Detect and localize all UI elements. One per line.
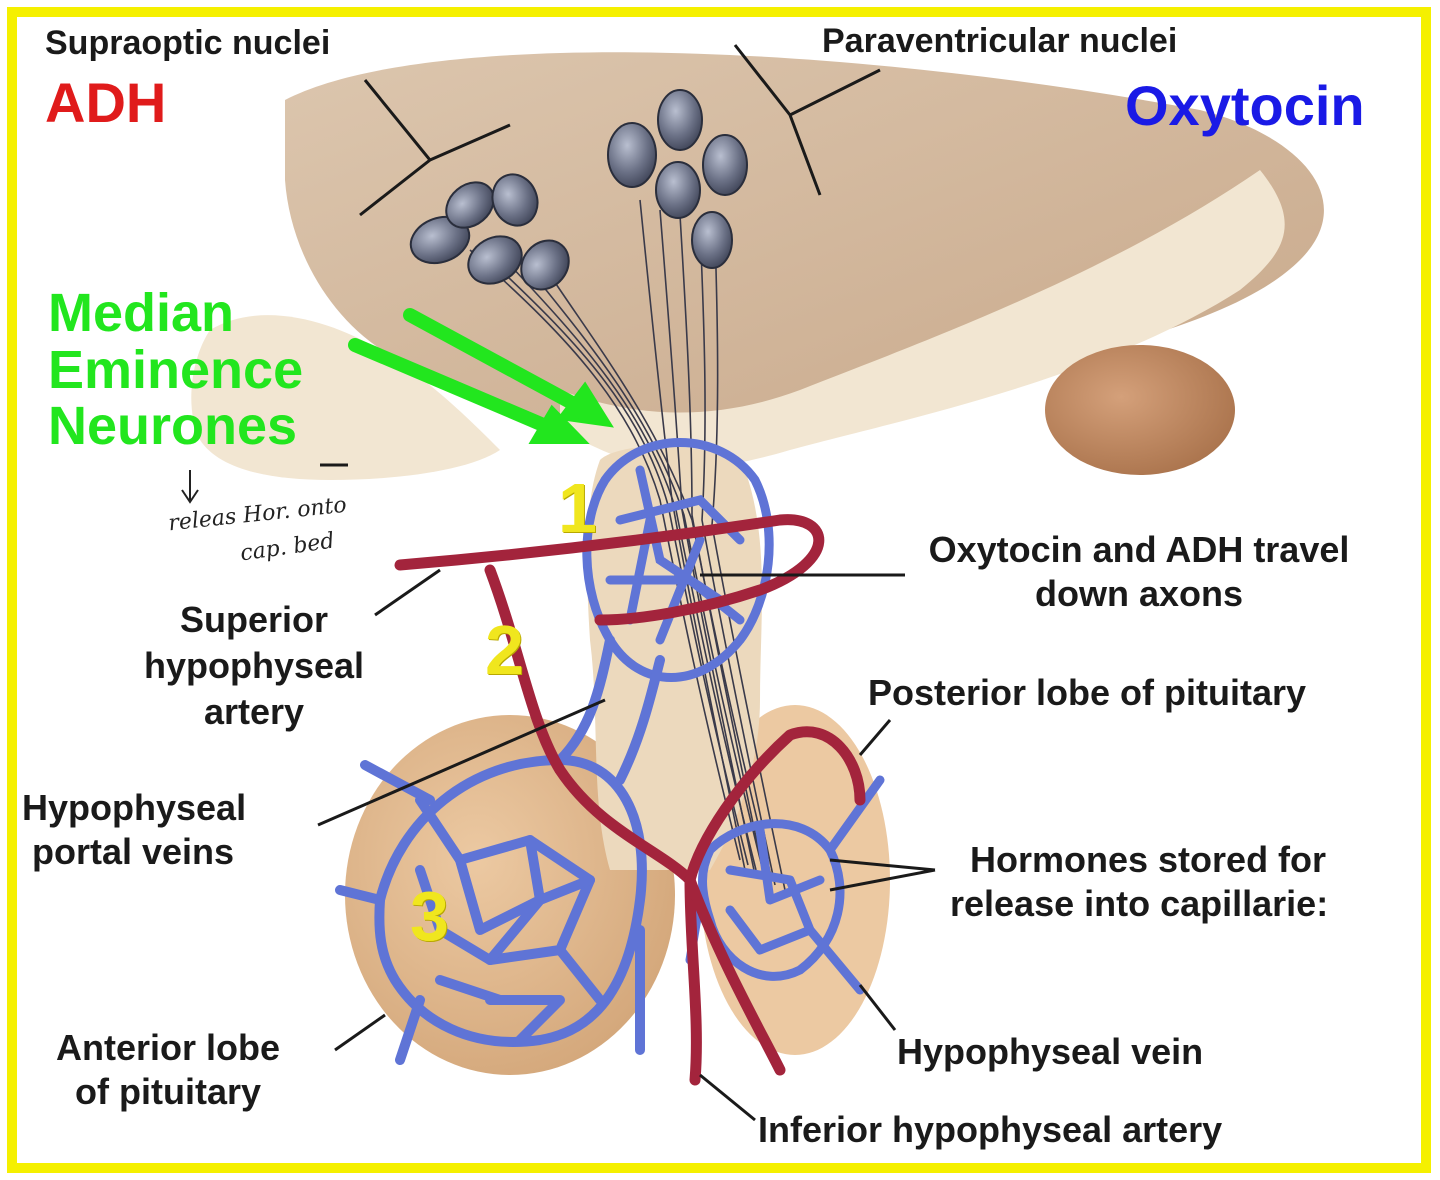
label-median: Median — [48, 283, 235, 343]
arteries — [394, 514, 866, 1086]
anterior-capillaries — [335, 755, 647, 1065]
hypothalamus-light-band — [560, 170, 1285, 470]
label-adh: ADH — [45, 71, 167, 134]
label-portal-veins: portal veins — [32, 831, 235, 872]
label-hormones-stored: Hormones stored for — [970, 839, 1327, 880]
yellow-frame — [7, 7, 1431, 1173]
marker-2: 2 — [485, 611, 524, 689]
label-travel-line-1: Oxytocin and ADH travel — [928, 529, 1350, 570]
supraoptic-neurons — [409, 173, 570, 291]
label-superior-line-1: Superior — [179, 599, 329, 640]
label-supraoptic-nuclei: Supraoptic nuclei — [45, 24, 331, 62]
label-oxytocin: Oxytocin — [1125, 74, 1365, 137]
label-hypophyseal-vein: Hypophyseal vein — [897, 1031, 1204, 1072]
label-posterior-lobe: Posterior lobe of pituitary — [868, 672, 1307, 713]
label-eminence: Eminence — [48, 340, 304, 400]
portal-veins — [555, 635, 665, 785]
marker-1: 1 — [558, 469, 597, 547]
label-superior-line-3: artery — [203, 691, 305, 732]
label-anterior-line-2: of pituitary — [75, 1071, 261, 1112]
handwritten-arrow-icon — [181, 470, 199, 504]
label-inferior-artery: Inferior hypophyseal artery — [758, 1109, 1223, 1150]
median-eminence-capillaries — [582, 438, 774, 682]
label-superior-line-2: hypophyseal — [143, 645, 365, 686]
label-anterior-line-1: Anterior lobe — [55, 1027, 280, 1068]
label-paraventricular-nuclei: Paraventricular nuclei — [822, 22, 1178, 60]
marker-3: 3 — [410, 877, 449, 955]
mammillary-body — [1045, 345, 1235, 475]
label-neurones: Neurones — [48, 396, 298, 456]
label-travel-line-2: down axons — [1034, 573, 1244, 614]
paraventricular-neurons — [607, 89, 748, 269]
optic-region — [191, 315, 501, 480]
median-eminence-arrows — [348, 308, 614, 444]
label-hypophyseal-portal: Hypophyseal — [22, 787, 247, 828]
label-release-capillaries: release into capillarie: — [950, 883, 1329, 924]
leader-lines — [317, 44, 936, 1122]
